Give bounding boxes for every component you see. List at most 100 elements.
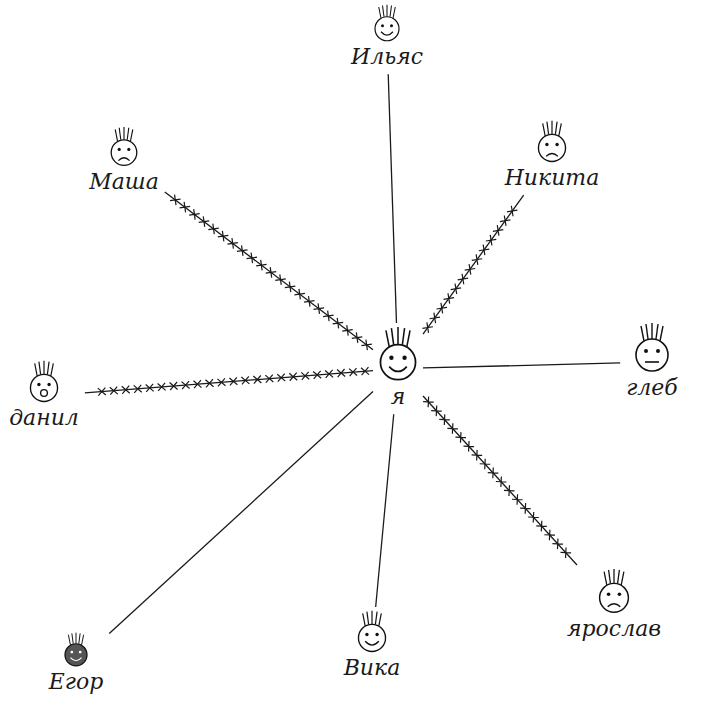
cross-mark [458, 274, 468, 284]
person-name: Никита [502, 164, 603, 192]
person-node: глеб [623, 322, 681, 402]
face-drawing [535, 120, 569, 164]
cross-mark [493, 225, 503, 235]
cross-mark [465, 264, 475, 274]
cross-mark [455, 432, 466, 443]
cross-mark [333, 318, 344, 329]
cross-mark [528, 512, 539, 523]
relation-line [109, 392, 373, 634]
face-drawing [376, 326, 420, 383]
cross-mark [180, 202, 191, 213]
person-name: я [388, 383, 409, 411]
person-name: Егор [46, 668, 107, 696]
cross-mark [158, 383, 166, 391]
cross-mark [439, 414, 450, 425]
cross-mark [552, 539, 563, 550]
face-drawing [62, 632, 90, 668]
cross-mark [447, 423, 458, 434]
person-name: глеб [623, 374, 681, 402]
cross-mark [472, 254, 482, 264]
person-name: Вика [341, 654, 404, 682]
cross-mark [253, 375, 261, 383]
cross-mark [227, 238, 238, 249]
relation-line [388, 74, 396, 323]
cross-mark [323, 311, 334, 322]
cross-mark [294, 289, 305, 300]
cross-mark [189, 209, 200, 220]
relation-line [165, 192, 373, 350]
cross-mark [488, 468, 499, 479]
face-drawing [355, 610, 389, 654]
cross-mark [437, 303, 447, 313]
cross-mark [352, 332, 363, 343]
person-node: ярослав [564, 568, 664, 643]
person-node: данил [6, 360, 82, 432]
cross-mark [504, 485, 515, 496]
face-drawing [372, 4, 402, 43]
cross-mark [289, 373, 297, 381]
cross-mark [247, 253, 258, 264]
cross-mark [256, 260, 267, 271]
cross-mark [507, 206, 517, 216]
cross-mark [229, 377, 237, 385]
cross-mark [110, 387, 118, 395]
person-name: Ильяс [348, 43, 426, 71]
cross-mark [266, 267, 277, 278]
cross-mark [314, 303, 325, 314]
cross-mark [431, 406, 442, 417]
person-node: Егор [46, 632, 107, 696]
cross-mark [304, 296, 315, 307]
face-drawing [596, 568, 632, 615]
cross-mark [170, 195, 181, 206]
cross-mark [275, 274, 286, 285]
cross-mark [361, 340, 372, 351]
cross-mark [205, 379, 213, 387]
relation-line [376, 414, 394, 607]
cross-mark [544, 530, 555, 541]
cross-mark [429, 313, 439, 323]
relation-line [423, 396, 577, 565]
cross-mark [237, 245, 248, 256]
cross-mark [361, 367, 369, 375]
cross-mark [464, 441, 475, 452]
person-node: Никита [502, 120, 603, 192]
cross-mark [122, 386, 130, 394]
cross-mark [146, 384, 154, 392]
person-name: ярослав [564, 615, 664, 643]
cross-mark [313, 371, 321, 379]
person-node: Ильяс [348, 4, 426, 71]
cross-mark [486, 235, 496, 245]
cross-mark [500, 215, 510, 225]
person-node: Вика [341, 610, 404, 682]
face-drawing [108, 126, 140, 168]
face-drawing [632, 322, 672, 374]
cross-mark [480, 459, 491, 470]
person-name: данил [6, 404, 82, 432]
cross-mark [218, 231, 229, 242]
relation-line [423, 195, 524, 334]
cross-mark [496, 476, 507, 487]
cross-mark [134, 385, 142, 393]
cross-mark [422, 322, 432, 332]
cross-mark [241, 376, 249, 384]
cross-mark [182, 381, 190, 389]
cross-mark [277, 374, 285, 382]
cross-mark [199, 216, 210, 227]
cross-mark [208, 224, 219, 235]
cross-mark [512, 494, 523, 505]
cross-mark [472, 450, 483, 461]
cross-mark [423, 397, 434, 408]
person-node: я [376, 326, 420, 411]
person-name: Маша [86, 168, 162, 196]
cross-mark [349, 368, 357, 376]
cross-mark [325, 370, 333, 378]
cross-mark [170, 382, 178, 390]
person-node: Маша [86, 126, 162, 196]
face-drawing [27, 360, 61, 404]
cross-mark [479, 245, 489, 255]
cross-mark [561, 547, 572, 558]
cross-mark [265, 375, 273, 383]
cross-mark [451, 284, 461, 294]
cross-mark [301, 372, 309, 380]
